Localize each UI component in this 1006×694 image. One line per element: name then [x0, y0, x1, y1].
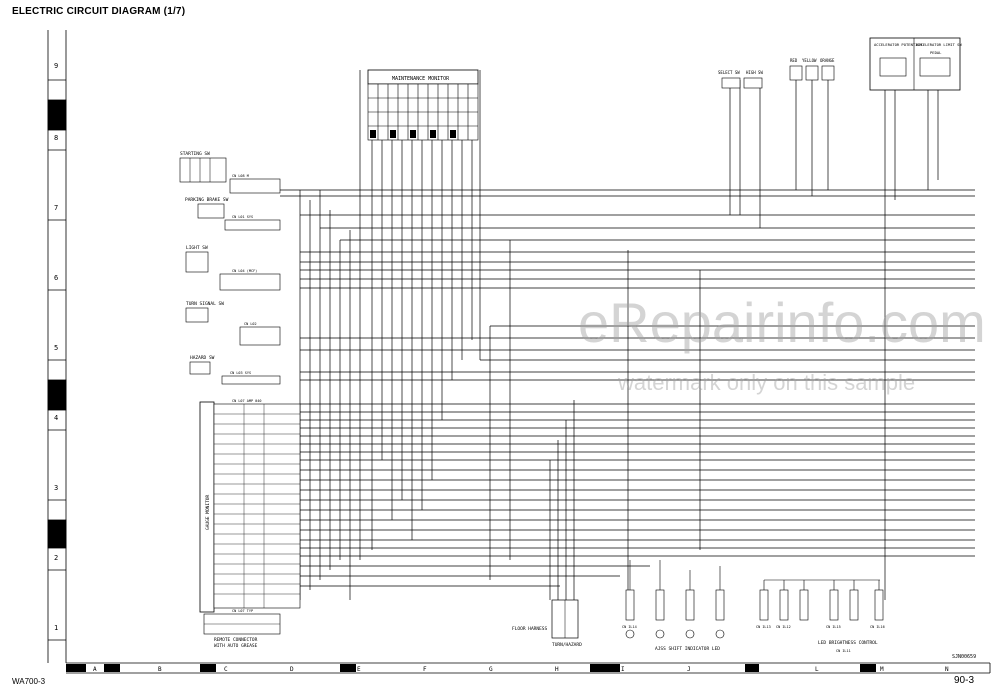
watermark-main: eRepairinfo.com	[578, 291, 986, 354]
hazard-connector: CN L03 SYS	[230, 371, 251, 375]
column-label: J	[687, 666, 691, 673]
led-connector-labels: CN IL14 CN IL13 CN IL12 CN IL11 CN IL15 …	[622, 625, 885, 653]
column-label-group: A B C D E F G H I J K L M N	[93, 666, 949, 673]
pedal-label: PEDAL	[930, 50, 942, 55]
row-label: 5	[54, 344, 58, 352]
column-label: D	[290, 666, 294, 673]
row-label: 7	[54, 204, 58, 212]
maintenance-monitor: MAINTENANCE MONITOR	[367, 69, 479, 141]
connector-label: CN IL11	[836, 649, 851, 653]
maintenance-monitor-label: MAINTENANCE MONITOR	[392, 76, 450, 82]
remote-connector: CN L07 TYP REMOTE CONNECTOR WITH AUTO GR…	[203, 609, 281, 649]
color-lamp-labels: RED YELLOW ORANGE	[790, 58, 835, 63]
color-lamps	[789, 65, 835, 81]
wiring-horizontal	[280, 189, 975, 587]
connector-label: CN IL13	[756, 625, 771, 629]
select-high-switches	[721, 77, 763, 89]
light-connector: CN L04 (MCF)	[232, 269, 257, 273]
watermark-sub: watermark only on this sample	[618, 370, 916, 395]
page-title: ELECTRIC CIRCUIT DIAGRAM (1/7)	[12, 6, 186, 17]
column-label: G	[489, 666, 493, 673]
lamp-red-label: RED	[790, 58, 798, 63]
column-label: I	[621, 666, 625, 673]
turn-signal-switch-label: TURN SIGNAL SW	[186, 301, 224, 307]
starting-connector: CN L08 M	[232, 174, 249, 178]
lamp-orange-label: ORANGE	[820, 58, 835, 63]
gauge-monitor: GAUGE MONITOR CN L07 AMP 040	[199, 399, 301, 613]
hazard-switch-label: HAZARD SW	[190, 355, 215, 361]
floor-harness: FLOOR HARNESS TURN/HAZARD	[512, 599, 582, 648]
row-label: 8	[54, 134, 58, 142]
connector-label: CN IL14	[622, 625, 637, 629]
footer-model: WA700-3	[12, 677, 46, 686]
accelerator-pedal: ACCELERATOR POTENTIOM. ACCELERATOR LIMIT…	[869, 37, 962, 91]
column-label: L	[815, 666, 819, 673]
column-label: M	[880, 666, 884, 673]
remote-connector-sublabel: WITH AUTO GREASE	[214, 643, 258, 649]
turn-connector: CN L02	[244, 322, 257, 326]
high-switch-label: HIGH SW	[746, 70, 763, 75]
floor-harness-label: FLOOR HARNESS	[512, 626, 548, 632]
remote-connector-id: CN L07 TYP	[232, 609, 253, 613]
wiring-vertical	[299, 70, 939, 600]
starting-switch: STARTING SW CN L08 M	[179, 151, 281, 194]
starting-switch-label: STARTING SW	[180, 151, 210, 157]
hazard-switch: HAZARD SW CN L03 SYS	[189, 355, 281, 385]
accelerator-limit-label: ACCELERATOR LIMIT SW	[916, 42, 962, 47]
row-label: 1	[54, 624, 58, 632]
column-label: A	[93, 666, 97, 673]
accelerator-potentiometer-label: ACCELERATOR POTENTIOM.	[874, 42, 924, 47]
column-label: F	[423, 666, 427, 673]
connector-label: CN IL15	[826, 625, 841, 629]
column-ruler	[66, 662, 991, 674]
parking-brake-switch-label: PARKING BRAKE SW	[185, 197, 229, 203]
row-label: 4	[54, 414, 58, 422]
gauge-connector: CN L07 AMP 040	[232, 399, 262, 403]
column-label: C	[224, 666, 228, 673]
column-label: B	[158, 666, 162, 673]
turn-signal-switch: TURN SIGNAL SW CN L02	[185, 301, 281, 346]
column-label: N	[945, 666, 949, 673]
connector-label: CN IL16	[870, 625, 885, 629]
parking-connector: CN L01 SYS	[232, 215, 253, 219]
turn-hazard-label: TURN/HAZARD	[552, 642, 582, 648]
column-label: K	[750, 666, 754, 673]
row-label: 2	[54, 554, 58, 562]
select-high-labels: SELECT SW HIGH SW	[718, 70, 763, 75]
remote-connector-label: REMOTE CONNECTOR	[214, 637, 258, 643]
ajss-led-label: AJSS SHIFT INDICATOR LED	[655, 646, 720, 652]
row-label: 3	[54, 484, 58, 492]
lamp-yellow-label: YELLOW	[802, 58, 817, 63]
led-brightness-group	[759, 579, 884, 621]
connector-label: CN IL12	[776, 625, 791, 629]
parking-brake-switch: PARKING BRAKE SW CN L01 SYS	[185, 197, 281, 231]
row-label: 6	[54, 274, 58, 282]
ajss-led-group	[625, 560, 725, 639]
drawing-number: SJN00659	[952, 654, 976, 660]
row-label: 9	[54, 62, 58, 70]
column-label: E	[357, 666, 361, 673]
light-switch-label: LIGHT SW	[186, 245, 208, 251]
select-switch-label: SELECT SW	[718, 70, 740, 75]
light-switch: LIGHT SW CN L04 (MCF)	[185, 245, 281, 291]
row-label-group: 9 8 7 6 5 4 3 2 1	[54, 62, 58, 632]
column-label: H	[555, 666, 559, 673]
row-ruler	[47, 30, 67, 663]
footer-page-number: 90-3	[954, 675, 975, 686]
led-brightness-label: LED BRIGHTNESS CONTROL	[818, 640, 878, 646]
gauge-monitor-label: GAUGE MONITOR	[205, 494, 211, 530]
